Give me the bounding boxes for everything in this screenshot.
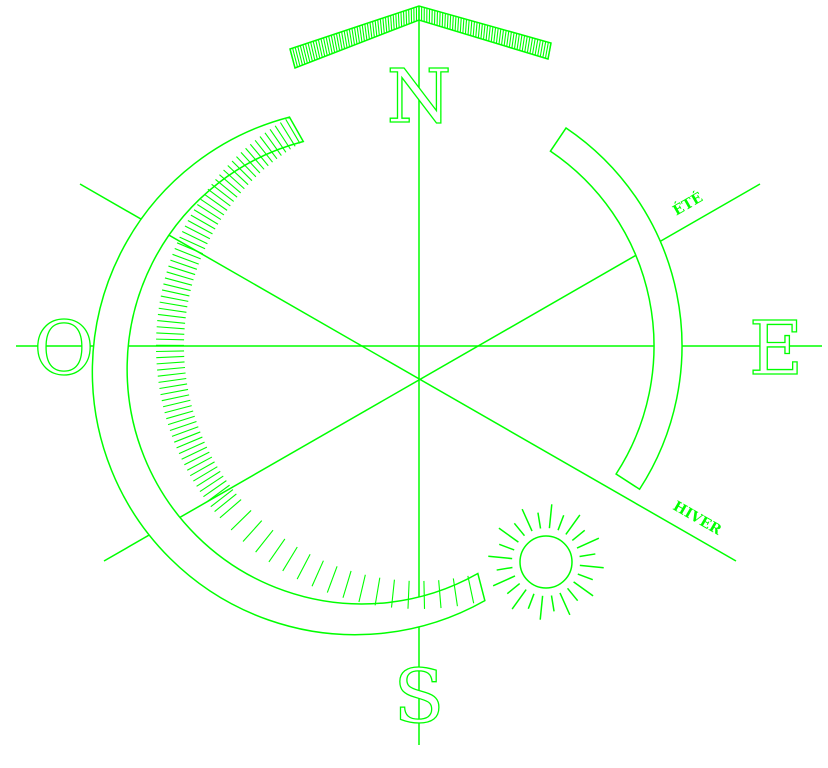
winter-label: HIVER <box>670 498 724 538</box>
east-label: E <box>749 306 803 392</box>
sun-path-arc-right <box>550 128 682 489</box>
sun-path-arc <box>92 117 682 635</box>
south-label: S <box>394 654 445 740</box>
west-label: O <box>34 306 95 392</box>
north-label: N <box>387 54 452 140</box>
summer-label: ÉTÉ <box>669 188 706 219</box>
sun-icon <box>488 504 603 619</box>
